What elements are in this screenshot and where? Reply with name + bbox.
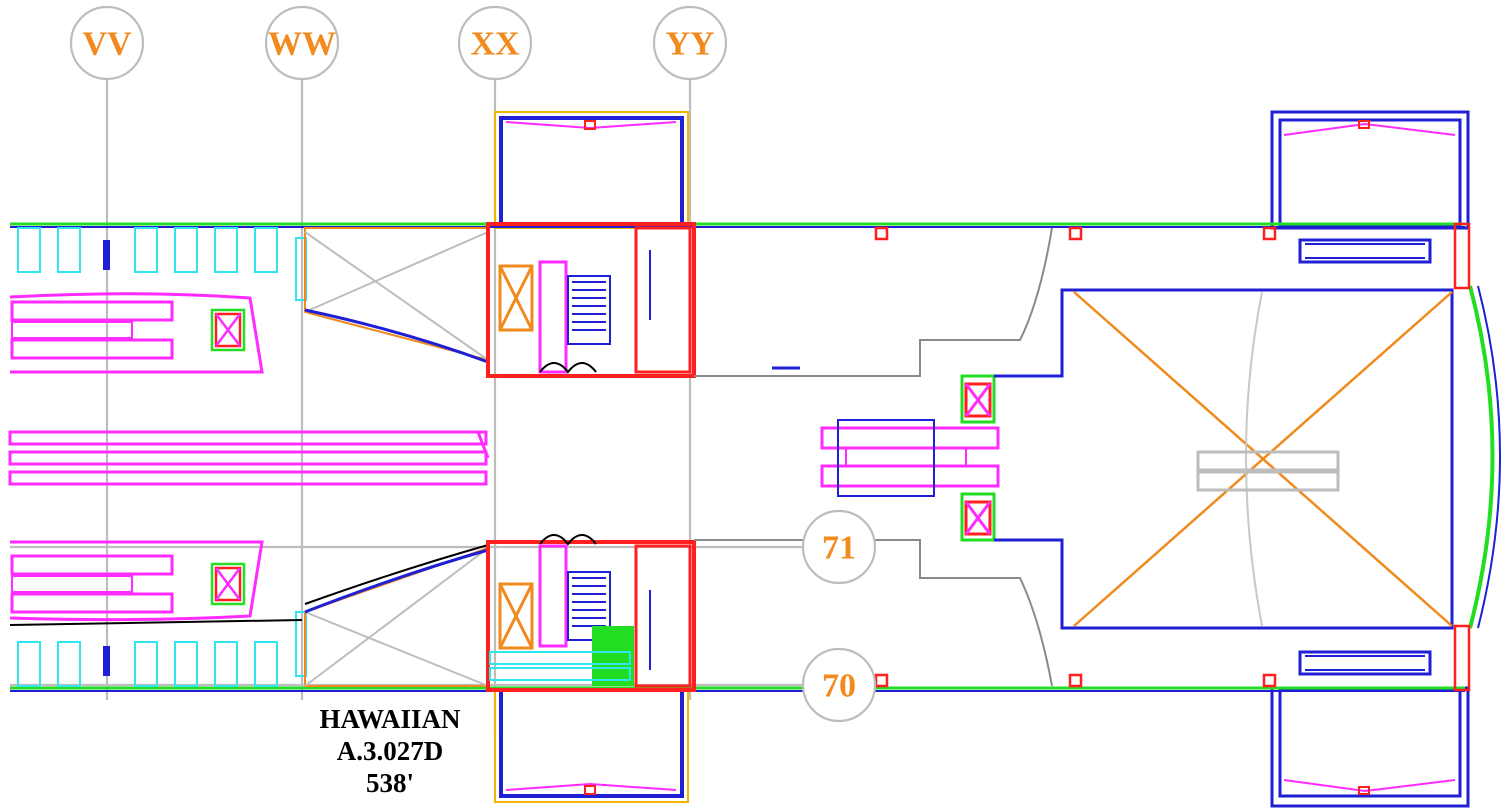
open-areas bbox=[304, 227, 489, 687]
gate-code: A.3.027D bbox=[336, 736, 444, 766]
jetway-bottom bbox=[494, 688, 689, 803]
core-bottom bbox=[486, 534, 696, 692]
structural-columns bbox=[874, 226, 1277, 688]
grid-bubble-70: 70 bbox=[801, 647, 877, 723]
seating-top bbox=[17, 227, 307, 301]
grid-label-70: 70 bbox=[822, 668, 856, 705]
grid-bubble-xx: XX bbox=[457, 5, 533, 81]
jetway-right-bottom bbox=[1270, 686, 1470, 808]
seating-posts bbox=[103, 240, 110, 676]
grid-bubble-71: 71 bbox=[801, 509, 877, 585]
core-top bbox=[486, 222, 696, 378]
grid-label-xx: XX bbox=[470, 26, 520, 63]
grid-bubble-vv: VV bbox=[69, 5, 145, 81]
central-vertical-circulation bbox=[820, 288, 1454, 630]
corridor-walls bbox=[10, 222, 1501, 692]
mid-walls bbox=[694, 227, 1053, 687]
gate-airline: HAWAIIAN bbox=[319, 704, 461, 734]
grid-label-ww: WW bbox=[268, 26, 336, 63]
walkways-left bbox=[8, 292, 490, 622]
curtain-walls-left bbox=[9, 308, 489, 626]
gate-distance: 538' bbox=[365, 768, 414, 798]
grid-bubble-yy: YY bbox=[652, 5, 728, 81]
elevators-left bbox=[210, 308, 246, 606]
grid-label-71: 71 bbox=[822, 530, 856, 567]
grid-label-yy: YY bbox=[665, 26, 714, 63]
grid-label-vv: VV bbox=[82, 26, 132, 63]
atrium-open-area bbox=[1073, 291, 1453, 627]
right-escalators bbox=[1298, 238, 1432, 676]
grid-bubble-ww: WW bbox=[264, 5, 340, 81]
jetway-right-top bbox=[1270, 110, 1470, 230]
jetway-top bbox=[494, 111, 689, 229]
